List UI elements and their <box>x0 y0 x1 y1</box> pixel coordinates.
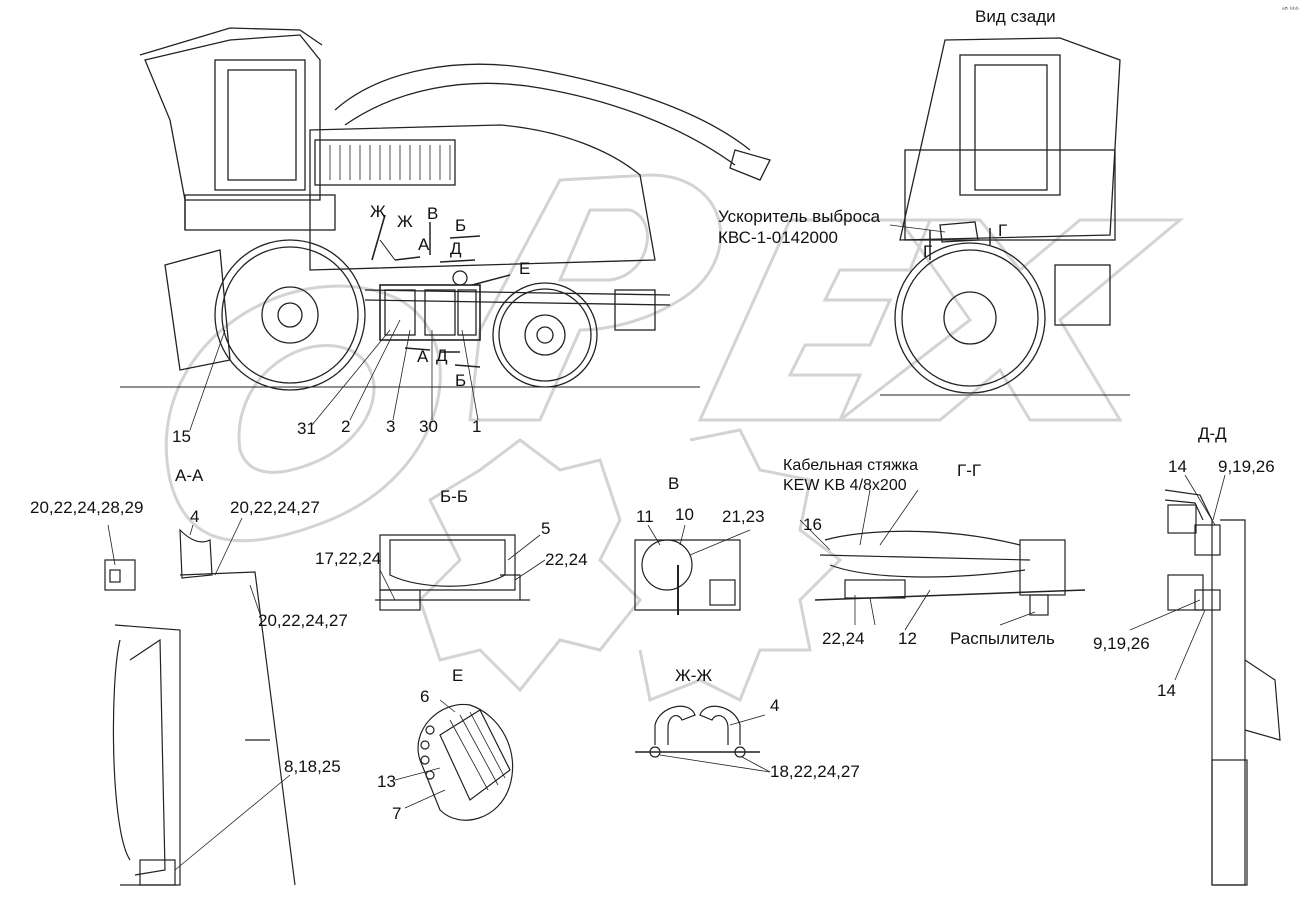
section-gg-drawing <box>799 489 1086 631</box>
callout-gg-16: 16 <box>803 515 822 534</box>
marker-zh-2: Ж <box>397 212 413 231</box>
harvester-side-view <box>120 27 771 431</box>
callout-e-6: 6 <box>420 687 430 706</box>
marker-d-top: Д <box>450 239 462 258</box>
callout-1: 1 <box>472 417 482 436</box>
title-section-gg: Г-Г <box>957 461 982 480</box>
title-section-bb: Б-Б <box>440 487 468 506</box>
view-e-drawing <box>394 699 514 821</box>
callout-bb-22-24: 22,24 <box>545 550 588 569</box>
callout-zh-18-22-24-27: 18,22,24,27 <box>770 762 860 781</box>
marker-a-top: А <box>418 235 430 254</box>
callout-dd-14-top: 14 <box>1168 457 1187 476</box>
opex-watermark <box>164 173 1185 703</box>
callout-30: 30 <box>419 417 438 436</box>
accelerator-label-line2: КВС-1-0142000 <box>718 228 838 247</box>
marker-g-right: Г <box>998 221 1008 240</box>
title-view-v: В <box>668 474 680 493</box>
callout-bb-5: 5 <box>541 519 551 538</box>
callout-2: 2 <box>341 417 351 436</box>
marker-b-top: Б <box>455 216 467 235</box>
section-zhzh-drawing <box>635 705 771 773</box>
callout-v-11: 11 <box>636 507 654 526</box>
callout-bb-17-22-24: 17,22,24 <box>315 549 382 568</box>
title-section-dd: Д-Д <box>1198 424 1227 443</box>
title-section-zhzh: Ж-Ж <box>675 666 713 685</box>
callout-gg-12: 12 <box>898 629 917 648</box>
callout-dd-14-bottom: 14 <box>1157 681 1176 700</box>
callout-aa-20-22-24-27-mid: 20,22,24,27 <box>258 611 348 630</box>
marker-v: В <box>427 204 439 223</box>
section-aa-drawing <box>104 517 296 886</box>
title-section-aa: А-А <box>175 466 204 485</box>
callout-v-10: 10 <box>675 505 694 524</box>
sprayer-label: Распылитель <box>950 629 1055 648</box>
cable-tie-label-line2: KEW KB 4/8x200 <box>783 477 907 494</box>
callout-aa-20-22-24-27-top: 20,22,24,27 <box>230 498 320 517</box>
cable-tie-label-line1: Кабельная стяжка <box>783 457 919 474</box>
title-rear-view: Вид сзади <box>975 7 1056 26</box>
title-view-e: Е <box>452 666 464 685</box>
view-v-drawing <box>634 524 751 615</box>
marker-e: Е <box>519 259 531 278</box>
callout-gg-22-24: 22,24 <box>822 629 865 648</box>
marker-b-bottom: Б <box>455 371 467 390</box>
callout-31: 31 <box>297 419 316 438</box>
callout-3: 3 <box>386 417 396 436</box>
harvester-rear-view <box>880 37 1130 396</box>
callout-aa-20-22-24-28-29: 20,22,24,28,29 <box>30 498 144 517</box>
callout-aa-8-18-25: 8,18,25 <box>284 757 341 776</box>
marker-a-bottom: А <box>417 347 429 366</box>
callout-dd-9-19-26-bottom: 9,19,26 <box>1093 634 1150 653</box>
callout-e-13: 13 <box>377 772 396 791</box>
marker-zh-top: Ж <box>370 202 386 221</box>
corner-mark: ᵃᴮ ᵇᵇᵇ <box>1282 6 1299 14</box>
callout-dd-9-19-26-top: 9,19,26 <box>1218 457 1275 476</box>
accelerator-label-line1: Ускоритель выброса <box>718 207 881 226</box>
callout-e-7: 7 <box>392 804 402 823</box>
marker-g-left: Г <box>923 242 933 261</box>
callout-aa-4: 4 <box>190 507 200 526</box>
marker-d-bottom: Д <box>436 346 448 365</box>
callout-15: 15 <box>172 427 191 446</box>
section-dd-drawing <box>1129 474 1281 886</box>
callout-v-21-23: 21,23 <box>722 507 765 526</box>
section-bb-drawing <box>375 534 546 611</box>
callout-zh-4: 4 <box>770 696 780 715</box>
